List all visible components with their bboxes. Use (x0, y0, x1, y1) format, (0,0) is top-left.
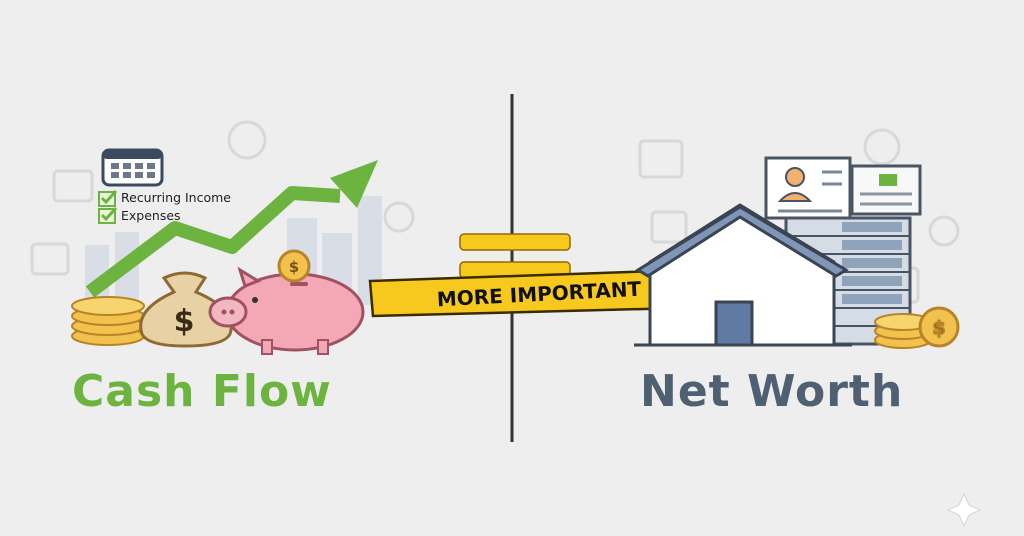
floating-coin-symbol: $ (289, 258, 299, 276)
background-icons (30, 120, 960, 304)
checkbox-icon (98, 189, 118, 224)
sparkle-icon (946, 492, 982, 528)
equals-sign-icon (459, 233, 571, 279)
coin-stack-icon (71, 296, 145, 346)
trend-arrow-icon (85, 160, 378, 298)
piggy-bank-icon (208, 266, 365, 355)
cash-flow-title: Cash Flow (72, 366, 332, 417)
money-bag-symbol: $ (174, 304, 195, 339)
money-bag-icon: $ (139, 271, 233, 348)
coin-stack-icon: $ (874, 306, 960, 349)
floating-coin-icon: $ (277, 249, 311, 283)
house-icon (634, 203, 852, 347)
net-worth-title: Net Worth (640, 366, 904, 417)
coin-symbol-right: $ (933, 318, 946, 339)
checklist-item-recurring-income: Recurring Income (121, 190, 231, 205)
document-icon (764, 156, 922, 220)
checklist-item-expenses: Expenses (121, 208, 181, 223)
calendar-icon (101, 148, 164, 187)
